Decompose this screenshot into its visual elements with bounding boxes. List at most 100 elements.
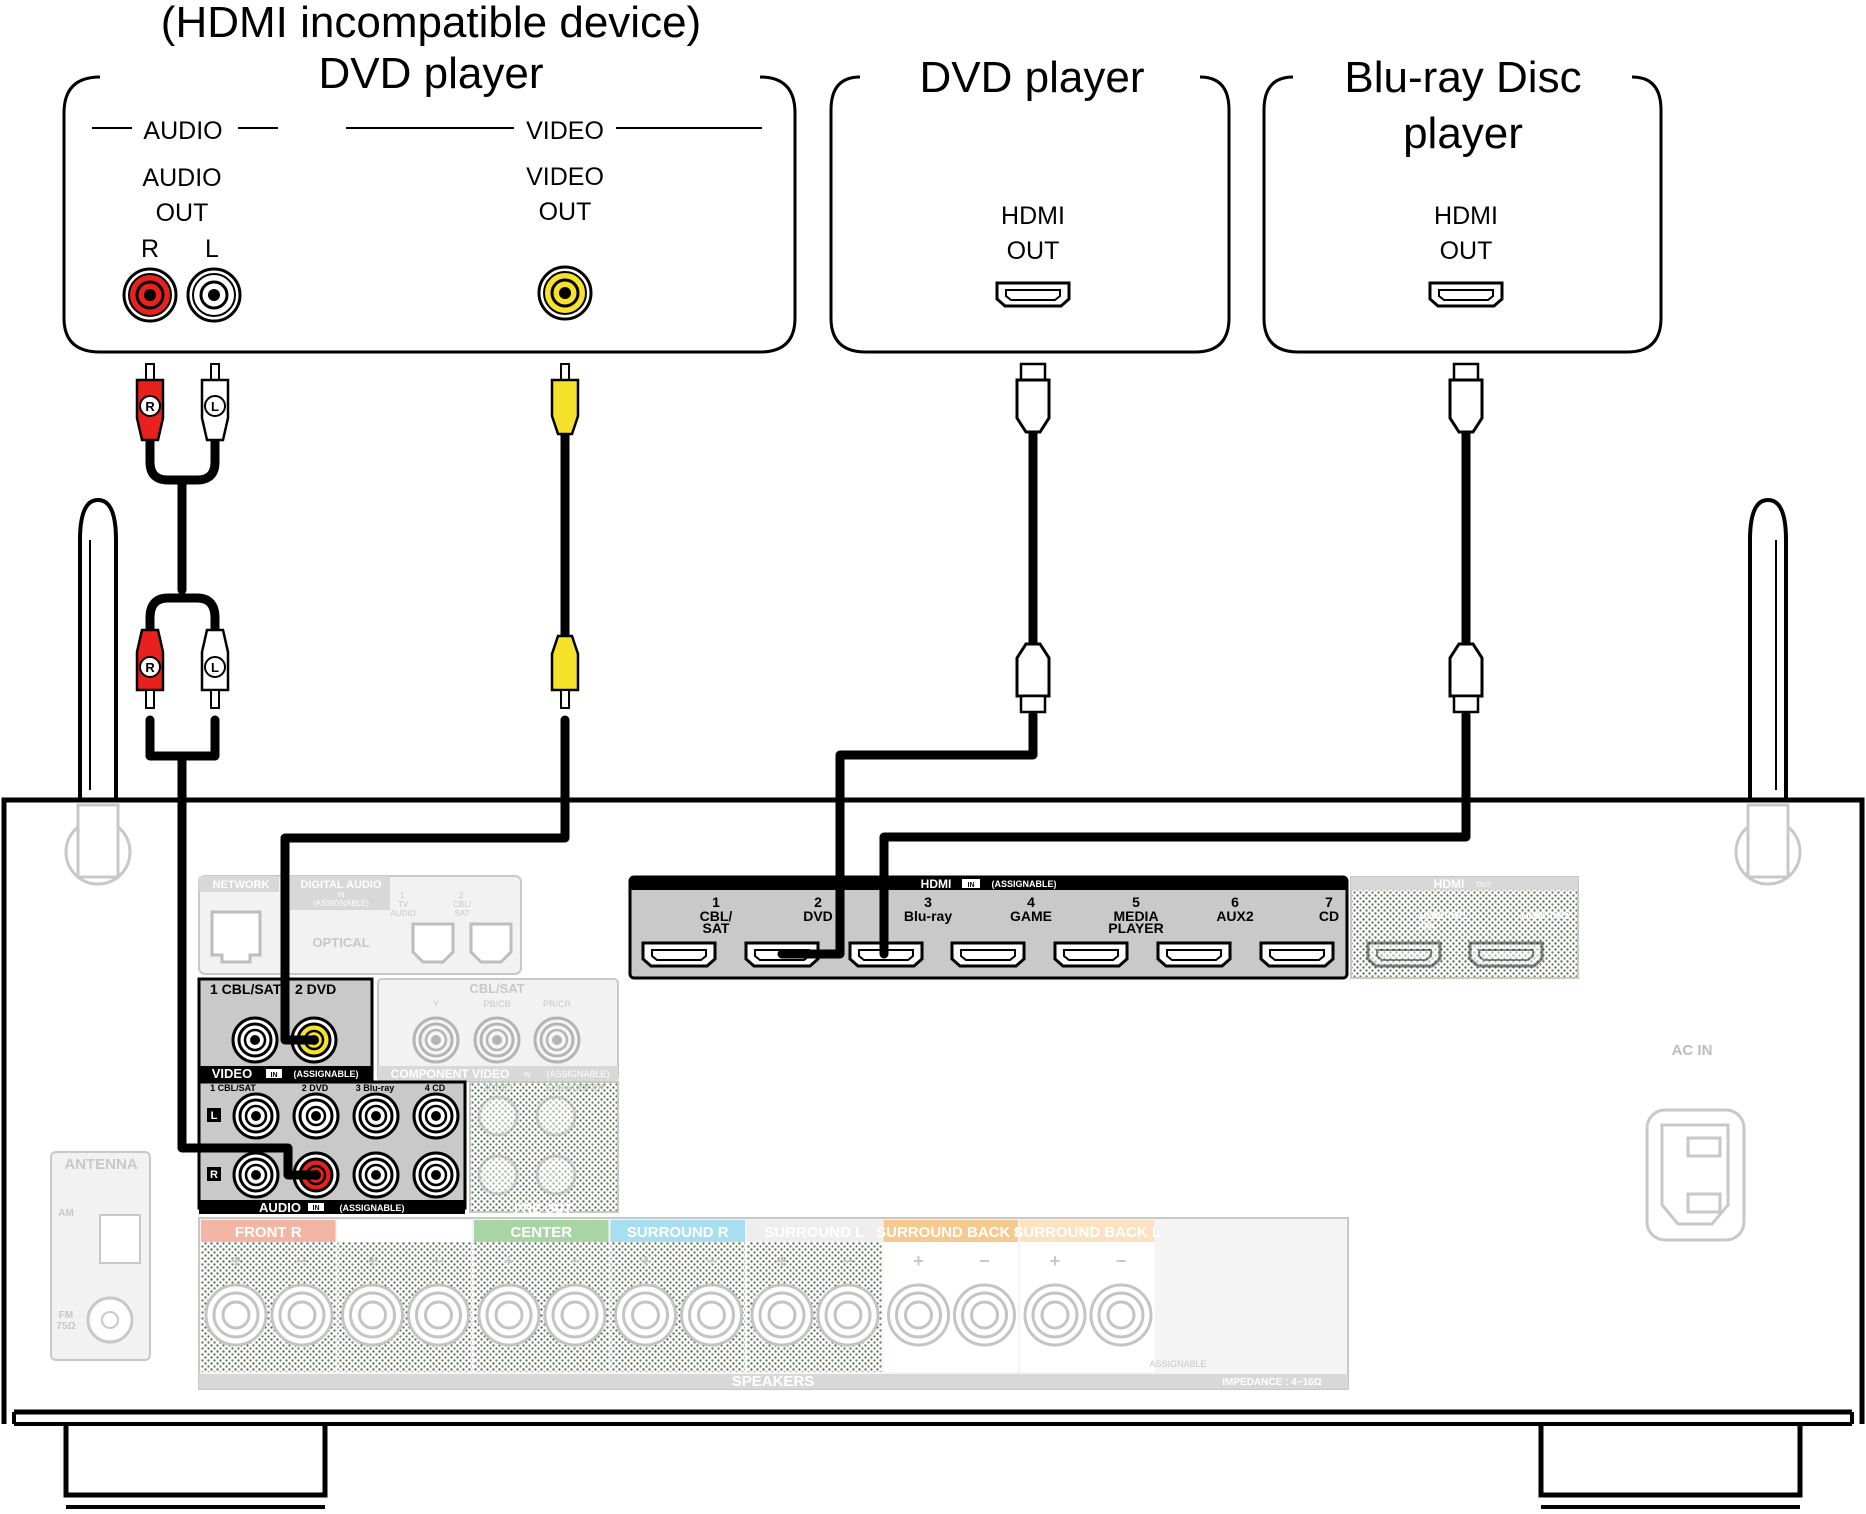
speaker-terminal-ring: [358, 1300, 387, 1330]
speakers-impedance: IMPEDANCE : 4~16Ω: [1222, 1377, 1321, 1388]
video-plug-bottom: [550, 634, 580, 709]
hdmi-out-header: HDMI: [1434, 877, 1465, 891]
video-out-label-1: VIDEO: [526, 163, 604, 191]
audio-in-bd-l-jack: [352, 1092, 400, 1140]
speaker-channel-1: FRONT R+−: [201, 1220, 336, 1372]
rca-plug-r-top: R: [135, 363, 165, 442]
component-footer: COMPONENT VIDEO: [391, 1067, 510, 1081]
digital-audio-label: DIGITAL AUDIO: [300, 879, 382, 891]
speaker-channel-6: SURROUND BACK R+−: [876, 1220, 1025, 1372]
speaker-plus-sign: +: [913, 1251, 924, 1271]
bluray-port-label-1: HDMI: [1434, 202, 1498, 230]
optical-1-label-b: AUDIO: [390, 909, 415, 918]
speakers-panel: FRONT R+−FRONT L+−CENTER+−SURROUND R+−SU…: [198, 1217, 1349, 1390]
hdmi-in-5-label: MEDIA: [1113, 908, 1158, 924]
rca-plug-r-bottom: R: [135, 628, 165, 709]
speaker-terminal-ring: [551, 1291, 599, 1339]
speaker-minus-sign: −: [433, 1251, 444, 1271]
video-in-cbl-jack: [231, 1016, 279, 1064]
speaker-plus-sign: +: [777, 1251, 788, 1271]
speaker-terminal-ring: [697, 1300, 726, 1330]
audio-in-cbl-l-jack: [232, 1092, 280, 1140]
speaker-channel-label: SURROUND L: [764, 1224, 864, 1241]
hdmi-in-7-num: 7: [1325, 894, 1333, 910]
fm-label: FM: [59, 1310, 73, 1321]
analog-dvd-box: [62, 75, 797, 354]
hdmi-in-2-label: DVD: [803, 908, 833, 924]
optical-2-label-b: SAT: [455, 909, 470, 918]
plug-l-bottom-label: L: [211, 660, 219, 675]
optical-1-num: 1: [400, 891, 405, 900]
speaker-minus-sign: −: [1116, 1251, 1127, 1271]
optical-label: OPTICAL: [312, 935, 369, 950]
network-digital-panel: NETWORK DIGITAL AUDIO IN (ASSIGNABLE) OP…: [198, 875, 522, 975]
component-in-tag: IN: [524, 1072, 531, 1079]
hdmi-plugs: [1015, 362, 1484, 714]
pre-out-panel: ZONE2 SUBWOOFER PRE OUT: [469, 1081, 619, 1216]
speaker-channel-label: SURROUND BACK L: [1014, 1224, 1162, 1241]
speaker-terminal-ring: [631, 1300, 660, 1330]
speaker-plus-sign: +: [1050, 1251, 1061, 1271]
video-out-label-2: OUT: [539, 198, 592, 226]
component-pb: PB/CB: [483, 999, 510, 1009]
bluray-player: Blu-ray Disc player HDMI OUT: [1262, 45, 1663, 354]
bluray-out-port: [1428, 281, 1504, 308]
video-in-label-2: 2 DVD: [295, 981, 336, 997]
speakers-footer: SPEAKERS: [732, 1373, 815, 1390]
speaker-plus-sign: +: [367, 1251, 378, 1271]
hdmi-in-6-num: 6: [1231, 894, 1239, 910]
speaker-terminal-ring: [278, 1291, 326, 1339]
hdmi-in-assignable: (ASSIGNABLE): [992, 879, 1057, 889]
speaker-minus-sign: −: [706, 1251, 717, 1271]
hdmi-in-5-num: 5: [1132, 894, 1140, 910]
hdmi-dvd-out-port: [995, 281, 1071, 308]
video-in-tag: IN: [271, 1072, 278, 1079]
pre-out-label: PRE OUT: [514, 1201, 572, 1216]
speaker-terminal-ring: [758, 1291, 806, 1339]
bluray-title-1: Blu-ray Disc: [1344, 53, 1581, 102]
hdmi-in-3-num: 3: [924, 894, 932, 910]
component-header: CBL/SAT: [469, 981, 524, 996]
hdmi-in-7-label: CD: [1319, 908, 1339, 924]
hdmi-in-1-label-2: SAT: [703, 920, 730, 936]
speaker-terminal-ring: [688, 1291, 735, 1339]
audio-in-right-marker: R: [210, 1169, 218, 1181]
hdmi-in-4-label: GAME: [1010, 908, 1052, 924]
hdmi-dvd-player: DVD player HDMI OUT: [829, 45, 1231, 354]
audio-out-label-2: OUT: [156, 199, 209, 227]
speaker-terminal-ring: [1031, 1291, 1079, 1339]
speaker-channel-4: SURROUND R+−: [610, 1220, 745, 1372]
speaker-terminal-ring: [287, 1300, 317, 1330]
hdmi-out-panel: HDMI OUT MONITOR1 ARC MONITOR2: [1350, 876, 1579, 979]
hdmi-dvd-title: DVD player: [920, 53, 1145, 102]
antenna-label: ANTENNA: [64, 1156, 137, 1173]
hdmi-out-monitor2: MONITOR2: [1521, 911, 1568, 921]
hdmi-plug-bd-bottom: [1448, 642, 1484, 714]
antenna-left: [64, 497, 132, 886]
hdmi-plug-dvd-bottom: [1015, 642, 1051, 714]
audio-in-cd-l-jack: [412, 1092, 460, 1140]
speaker-channel-header: [883, 1220, 1018, 1242]
speaker-terminal-ring: [212, 1291, 260, 1339]
audio-group-label: AUDIO: [143, 117, 222, 145]
audio-in-label-4: 4 CD: [425, 1083, 446, 1093]
speaker-channel-label: SURROUND R: [627, 1224, 729, 1241]
speaker-channel-2: FRONT L+−: [337, 1220, 472, 1372]
component-assignable: (ASSIGNABLE): [546, 1069, 609, 1079]
optical-1-label-a: TV: [398, 900, 409, 909]
speaker-channel-3: CENTER+−: [474, 1220, 609, 1372]
speaker-terminal-ring: [1097, 1291, 1145, 1339]
speaker-terminal-ring: [824, 1291, 872, 1339]
subwoofer-label: SUBWOOFER: [545, 1083, 605, 1093]
hdmi-out-monitor1: MONITOR1: [1419, 911, 1466, 921]
audio-plugs-bottom: R L: [135, 628, 230, 709]
speaker-terminal-ring: [494, 1300, 524, 1330]
speaker-channel-label: FRONT R: [235, 1224, 302, 1241]
audio-in-tag: IN: [313, 1205, 320, 1212]
receiver-chassis: [1, 797, 1865, 1509]
speaker-channel-label: SURROUND BACK R: [876, 1224, 1025, 1241]
audio-in-cd-r-jack: [412, 1151, 460, 1199]
left-label: L: [205, 235, 219, 263]
rca-plug-l-top: L: [200, 363, 230, 442]
audio-in-label-2: 2 DVD: [302, 1083, 329, 1093]
